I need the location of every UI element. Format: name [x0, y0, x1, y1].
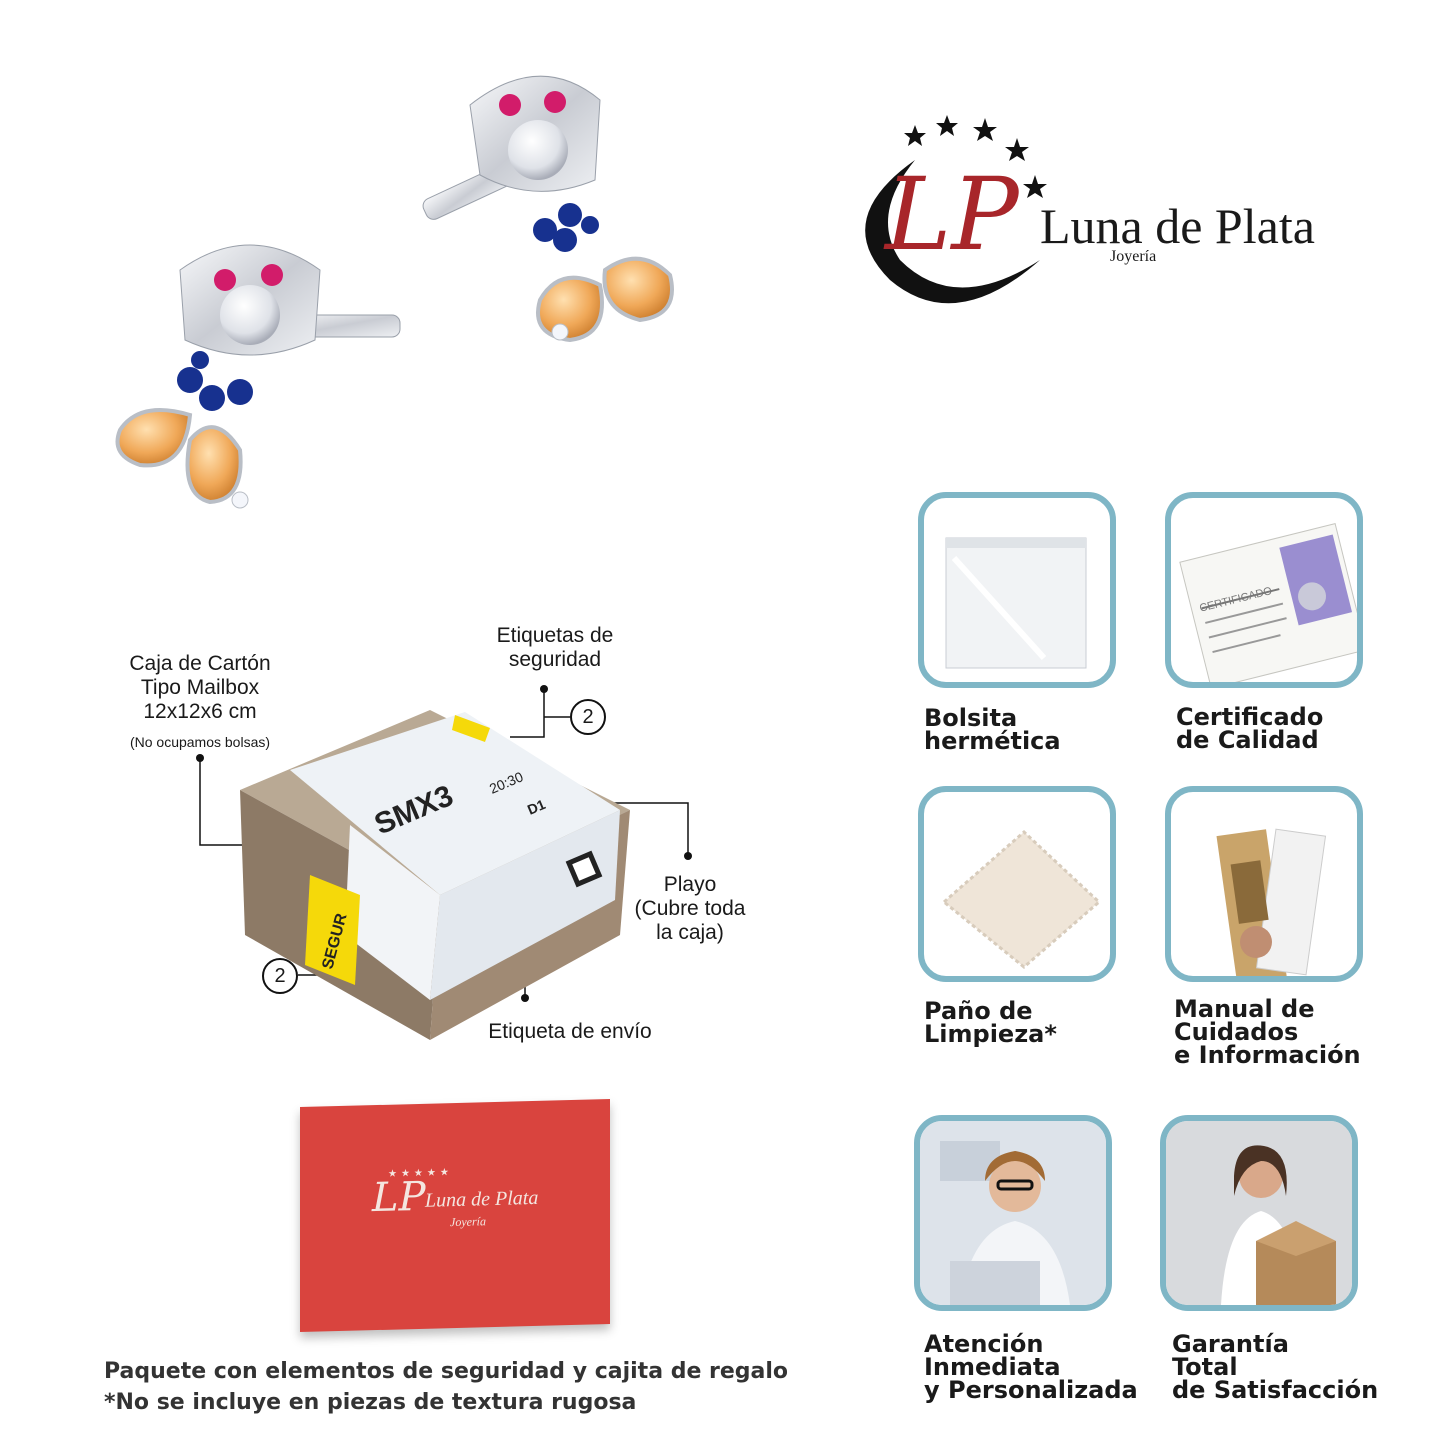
feature-card-support	[914, 1115, 1112, 1311]
shipping-label: Etiqueta de envío	[488, 1020, 652, 1043]
cardboard-box-image: SMX3 20:30 D1 SEGUR	[240, 710, 630, 1040]
brand-logo: LP Luna de Plata Joyería	[845, 110, 1385, 320]
moon-stars-icon	[865, 115, 1047, 304]
right-earring	[422, 75, 674, 343]
feature-card-manual	[1165, 786, 1363, 982]
box-note: (No ocupamos bolsas)	[129, 734, 271, 750]
brand-monogram: LP	[885, 156, 1019, 273]
feature-label-cloth: Paño de Limpieza*	[924, 997, 1057, 1048]
brand-name: Luna de Plata	[1040, 198, 1315, 254]
box-type-marker	[196, 754, 204, 762]
box-type-label: Caja de Cartón Tipo Mailbox 12x12x6 cm	[129, 652, 271, 723]
box-print-suffix: D1	[525, 796, 548, 818]
zip-bag-icon	[945, 537, 1087, 669]
certificate-icon: CERTIFICADO	[1179, 522, 1357, 682]
feature-card-certificate: CERTIFICADO	[1165, 492, 1363, 688]
brand-subtitle: Joyería	[1110, 248, 1157, 265]
security-count-bottom: 2	[262, 958, 298, 994]
wrap-label: Playo (Cubre toda la caja)	[634, 873, 746, 944]
gift-box-logo: Luna de Plata	[425, 1186, 539, 1212]
support-agent-icon	[920, 1121, 1106, 1305]
feature-label-manual: Manual de Cuidados e Información	[1174, 995, 1361, 1069]
earrings-product-image	[115, 75, 674, 509]
wrap-marker	[684, 852, 692, 860]
security-count-top: 2	[570, 699, 606, 735]
gift-box-monogram: LP	[372, 1173, 426, 1222]
feature-label-satisfaction: Garantía Total de Satisfacción	[1172, 1330, 1379, 1404]
gift-box-subtitle: Joyería	[450, 1214, 486, 1230]
feature-label-bag: Bolsita hermética	[924, 704, 1061, 755]
left-earring	[115, 244, 401, 509]
feature-card-bag	[918, 492, 1116, 688]
gift-box-image: ★★★★★ LP Luna de Plata Joyería	[300, 1098, 610, 1333]
feature-label-certificate: Certificado de Calidad	[1176, 703, 1324, 754]
feature-label-support: Atención Inmediata y Personalizada	[924, 1330, 1138, 1404]
feature-card-cloth	[918, 786, 1116, 982]
happy-customer-icon	[1166, 1121, 1352, 1305]
manual-icon	[1216, 828, 1327, 976]
footer-line-1: Paquete con elementos de seguridad y caj…	[104, 1359, 789, 1384]
cleaning-cloth-icon	[941, 829, 1102, 969]
feature-card-satisfaction	[1160, 1115, 1358, 1311]
footer-line-2: *No se incluye en piezas de textura rugo…	[104, 1390, 637, 1415]
security-labels-label: Etiquetas de seguridad	[496, 624, 614, 671]
security-marker	[540, 685, 548, 693]
shipping-marker	[521, 994, 529, 1002]
